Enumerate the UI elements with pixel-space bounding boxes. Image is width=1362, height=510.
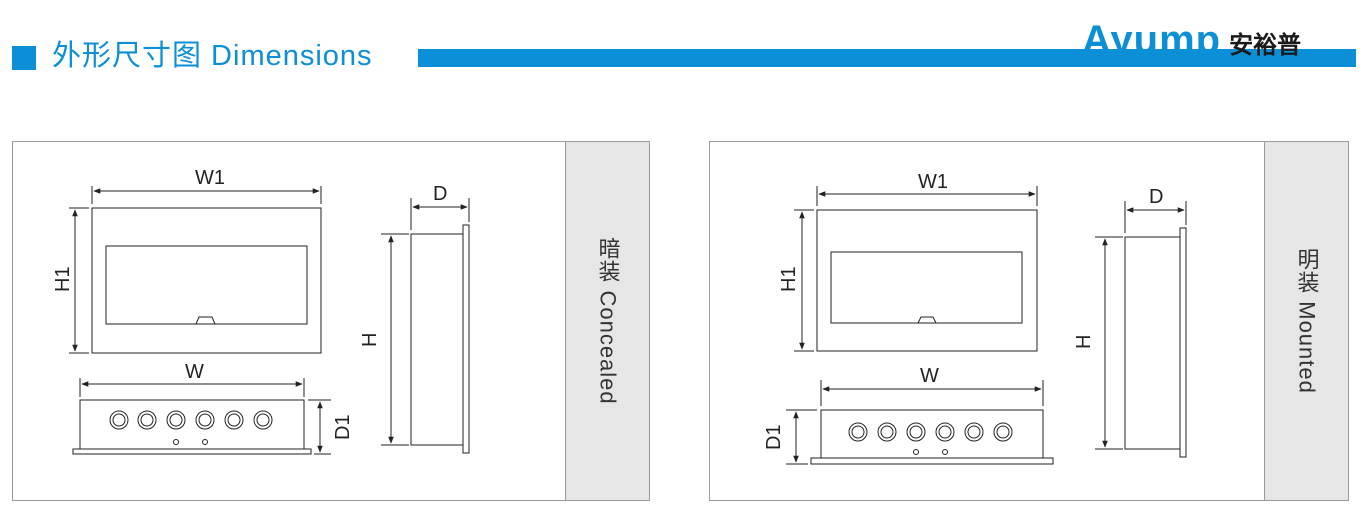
panel-mounted: W1 H1 W D1 D H 明装 Mounted xyxy=(709,141,1349,501)
side-view-body xyxy=(1124,236,1181,450)
bottom-view-flange xyxy=(72,448,312,455)
header: 外形尺寸图 Dimensions Ayump 安裕普 xyxy=(0,0,1362,90)
label-w: W xyxy=(185,361,204,383)
page-title: 外形尺寸图 Dimensions xyxy=(52,40,373,72)
side-view-body xyxy=(410,233,464,446)
label-d: D xyxy=(433,183,447,205)
knockout-holes xyxy=(109,410,273,445)
label-w: W xyxy=(920,365,939,387)
window-latch xyxy=(195,316,216,325)
title-bar xyxy=(418,49,1356,67)
concealed-drawing: W1 H1 W D1 D H xyxy=(52,167,470,455)
side-view-flange xyxy=(1179,227,1187,458)
label-h: H xyxy=(1073,335,1095,349)
front-view-window xyxy=(830,251,1023,324)
title-square-icon xyxy=(12,46,36,70)
side-view-flange xyxy=(462,224,470,454)
brand-name-cn: 安裕普 xyxy=(1229,32,1302,59)
side-label-box-mounted: 明装 Mounted xyxy=(1264,142,1348,500)
side-label-mounted: 明装 Mounted xyxy=(1294,248,1320,394)
brand-name: Ayump xyxy=(1082,18,1222,62)
label-h1: H1 xyxy=(52,266,74,292)
label-d: D xyxy=(1149,186,1163,208)
window-latch xyxy=(917,316,937,324)
front-view-window xyxy=(105,245,308,325)
label-h1: H1 xyxy=(778,266,800,292)
side-label-box-concealed: 暗装 Concealed xyxy=(565,142,649,500)
label-d1: D1 xyxy=(763,424,785,450)
brand-logo: Ayump 安裕普 xyxy=(1082,18,1301,62)
label-w1: W1 xyxy=(195,167,225,189)
mounted-drawing: W1 H1 W D1 D H xyxy=(763,171,1187,465)
knockout-holes xyxy=(848,422,1013,455)
panel-concealed: W1 H1 W D1 D H 暗装 Concealed xyxy=(12,141,650,501)
label-w1: W1 xyxy=(918,171,948,193)
bottom-view-flange xyxy=(810,457,1054,465)
bottom-view-box xyxy=(820,409,1044,459)
label-d1: D1 xyxy=(332,414,354,440)
label-h: H xyxy=(359,333,381,347)
side-label-concealed: 暗装 Concealed xyxy=(595,237,621,405)
